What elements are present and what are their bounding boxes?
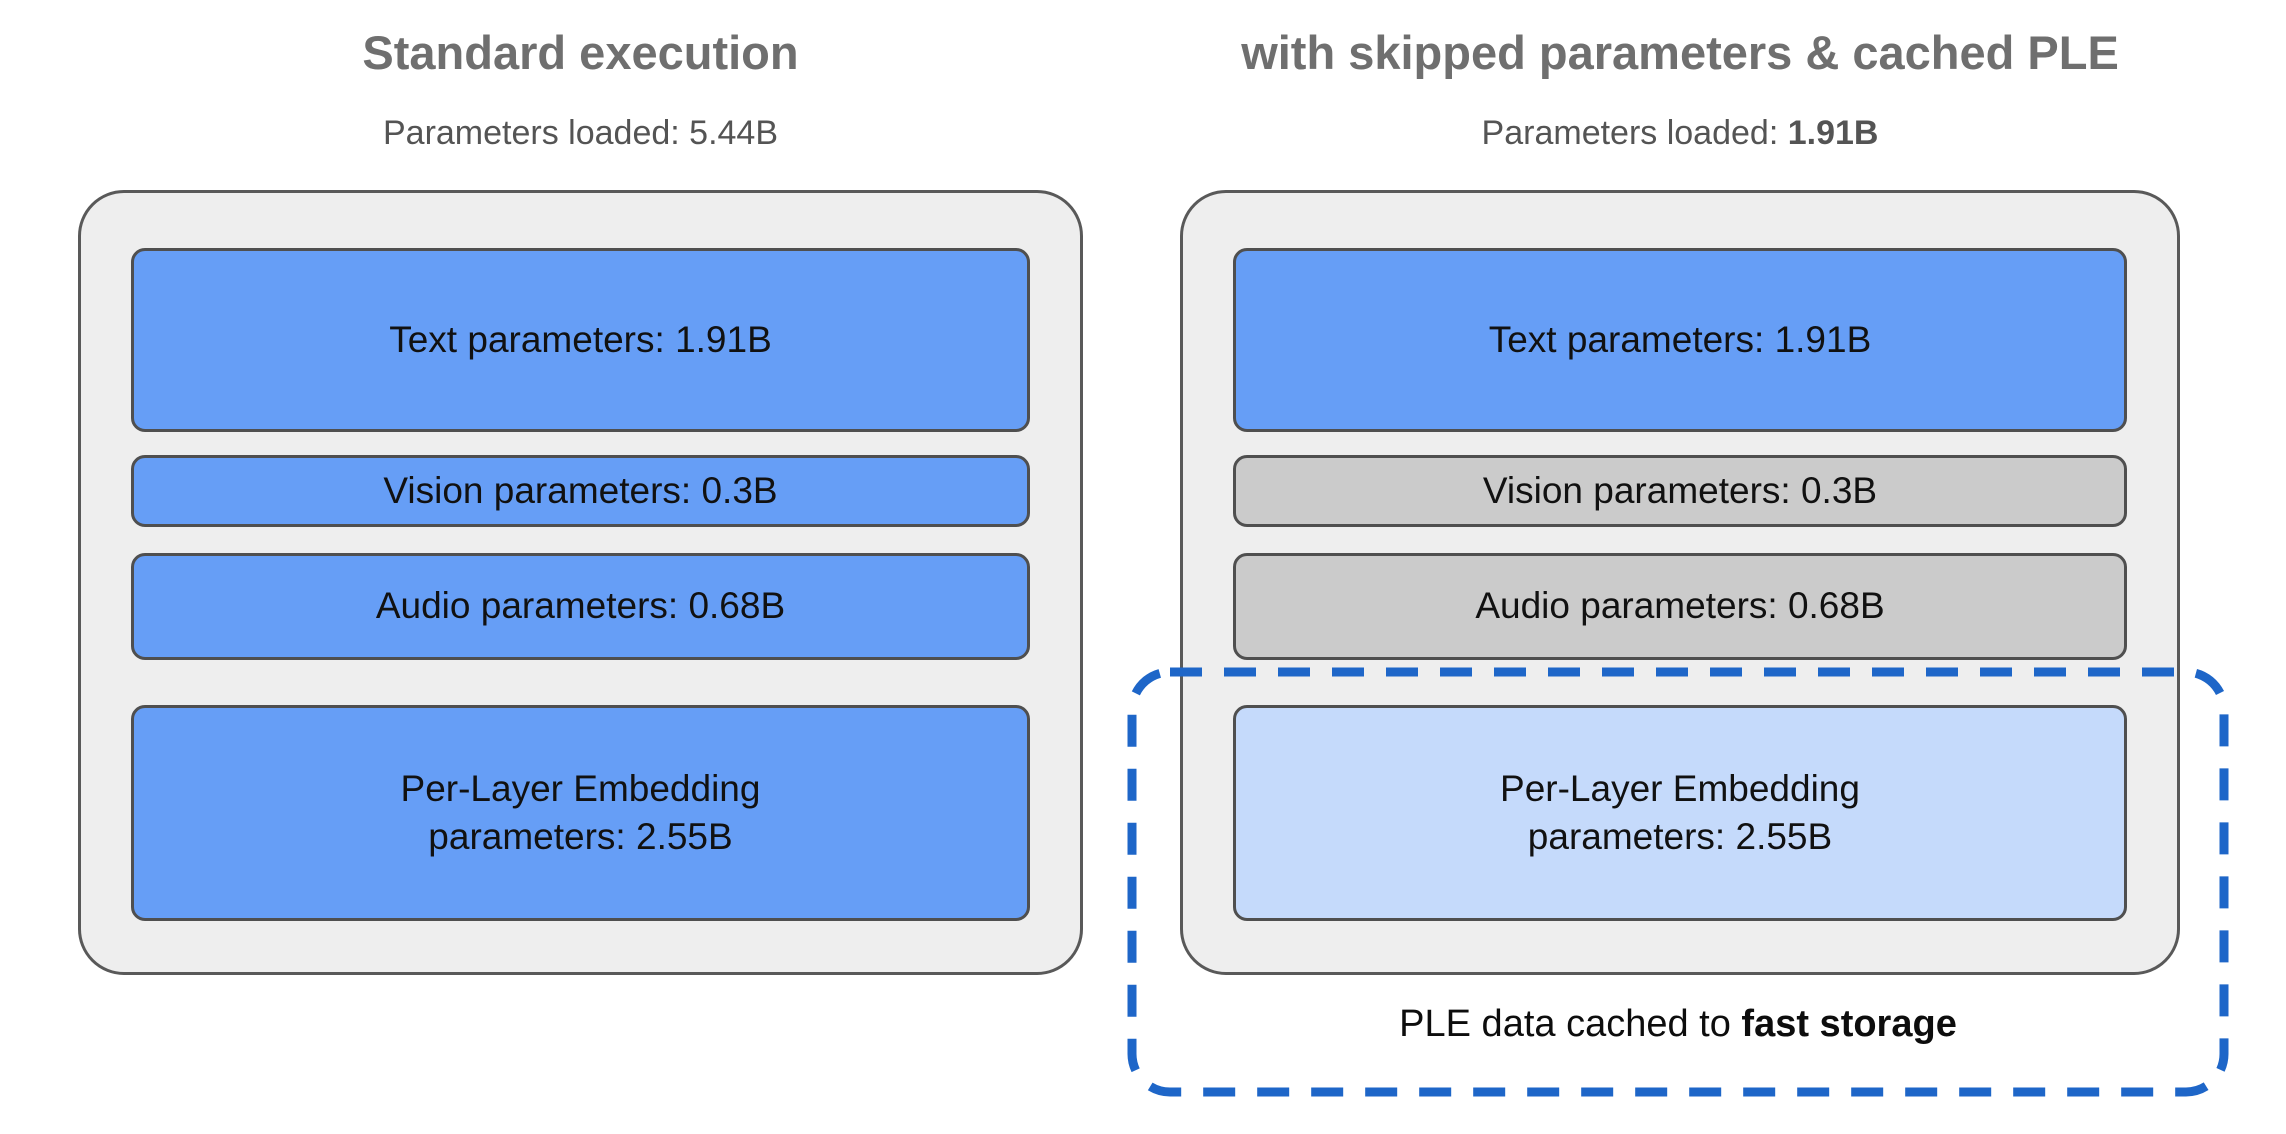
standard-execution-panel: Standard execution Parameters loaded: 5.…: [78, 0, 1083, 1134]
parameters-loaded-value: 5.44B: [689, 114, 779, 152]
optimized-ple-parameters-line2: parameters: 2.55B: [1527, 816, 1833, 857]
optimized-parameters-loaded: Parameters loaded: 1.91B: [1180, 114, 2180, 153]
optimized-vision-parameters-label: Vision parameters: 0.3B: [1482, 469, 1878, 511]
optimized-audio-parameters-label: Audio parameters: 0.68B: [1475, 585, 1885, 627]
optimized-model-container: Text parameters: 1.91B Vision parameters…: [1180, 190, 2180, 975]
parameters-loaded-value: 1.91B: [1787, 114, 1879, 152]
standard-parameters-loaded: Parameters loaded: 5.44B: [78, 114, 1083, 153]
standard-ple-parameters-block: Per-Layer Embedding parameters: 2.55B: [131, 705, 1030, 921]
ple-cache-note: PLE data cached to fast storage: [1126, 1002, 2230, 1048]
standard-audio-parameters-label: Audio parameters: 0.68B: [375, 585, 786, 627]
optimized-audio-parameters-block: Audio parameters: 0.68B: [1233, 553, 2127, 660]
standard-vision-parameters-block: Vision parameters: 0.3B: [131, 455, 1030, 527]
optimized-ple-parameters-block: Per-Layer Embedding parameters: 2.55B: [1233, 705, 2127, 921]
ple-cache-note-bold: fast storage: [1741, 1003, 1957, 1045]
standard-vision-parameters-label: Vision parameters: 0.3B: [383, 469, 778, 511]
optimized-ple-parameters-line1: Per-Layer Embedding: [1500, 767, 1860, 809]
standard-model-container: Text parameters: 1.91B Vision parameters…: [78, 190, 1083, 975]
standard-ple-parameters-line2: parameters: 2.55B: [428, 816, 733, 857]
optimized-execution-panel: with skipped parameters & cached PLE Par…: [1180, 0, 2180, 1134]
parameters-loaded-label: Parameters loaded:: [1481, 114, 1788, 152]
ple-cache-note-prefix: PLE data cached to: [1399, 1003, 1742, 1045]
standard-audio-parameters-block: Audio parameters: 0.68B: [131, 553, 1030, 660]
standard-ple-parameters-line1: Per-Layer Embedding: [400, 767, 761, 809]
optimized-vision-parameters-block: Vision parameters: 0.3B: [1233, 455, 2127, 527]
standard-execution-title: Standard execution: [362, 26, 799, 79]
optimized-text-parameters-block: Text parameters: 1.91B: [1233, 248, 2127, 432]
standard-text-parameters-label: Text parameters: 1.91B: [389, 318, 772, 360]
standard-text-parameters-block: Text parameters: 1.91B: [131, 248, 1030, 432]
optimized-execution-title: with skipped parameters & cached PLE: [1241, 26, 2119, 79]
optimized-text-parameters-label: Text parameters: 1.91B: [1488, 318, 1872, 360]
parameters-loaded-label: Parameters loaded:: [382, 114, 690, 152]
